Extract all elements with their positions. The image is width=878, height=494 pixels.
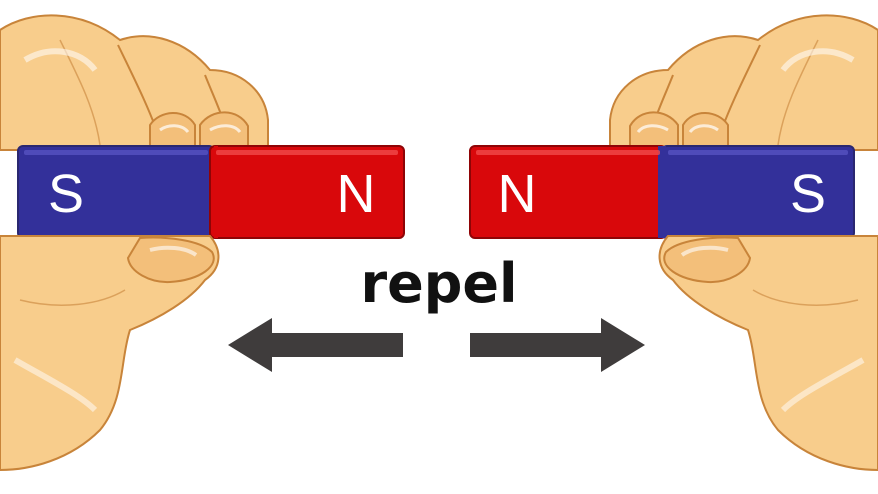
- left-hand-front: [0, 235, 220, 472]
- left-magnet: S N: [17, 145, 405, 239]
- left-hand-back: [0, 14, 269, 151]
- right-magnet-s-label: S: [790, 164, 826, 224]
- right-magnet-n-label: N: [498, 164, 537, 224]
- left-magnet-s-label: S: [48, 164, 84, 224]
- left-magnet-n-label: N: [337, 164, 376, 224]
- left-magnet-north-pole: [209, 145, 405, 239]
- right-arrow-icon: [470, 318, 645, 372]
- right-hand-front: [658, 235, 878, 472]
- repel-caption: repel: [360, 252, 517, 315]
- left-arrow-icon: [228, 318, 403, 372]
- right-hand-back: [609, 14, 878, 151]
- right-magnet: N S: [469, 145, 855, 239]
